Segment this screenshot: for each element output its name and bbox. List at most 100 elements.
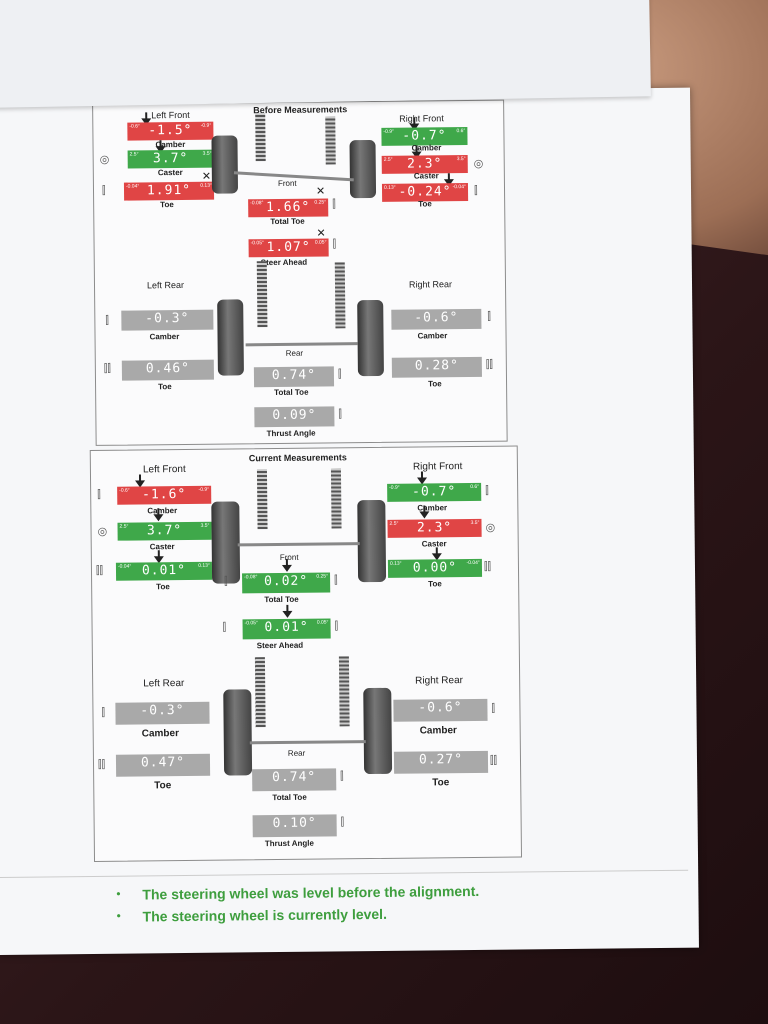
adjust-arrow-icon — [419, 511, 430, 519]
current-steer-ahead-label: Steer Ahead — [256, 640, 304, 651]
right-rear-wheel — [363, 687, 393, 775]
current-left-rear-label: Left Rear — [143, 677, 185, 690]
before-lf-toe-label: Toe — [160, 200, 174, 210]
before-front-label: Front — [277, 178, 297, 188]
before-thrust-angle-label: Thrust Angle — [266, 428, 316, 439]
before-lr-camber-label: Camber — [149, 332, 180, 342]
left-rear-strut — [256, 261, 268, 328]
adjust-arrow-icon — [282, 610, 293, 618]
left-front-strut — [255, 113, 266, 162]
before-lf-camber-gauge: -0.6° -1.5° -0.9° — [127, 121, 214, 141]
steering-wheel-icon: ⫿ — [222, 621, 227, 634]
camber-gauge-icon: ⫿ — [101, 706, 106, 719]
current-rr-toe-label: Toe — [432, 777, 450, 789]
current-lf-camber-gauge: -0.6° -1.6° -0.9° — [117, 485, 212, 505]
toe-gauge-icon: ⫿ — [334, 574, 338, 587]
notes-box: • The steering wheel was level before th… — [0, 869, 689, 948]
rear-link — [249, 740, 366, 745]
left-rear-strut — [254, 657, 266, 728]
current-right-rear-label: Right Rear — [415, 675, 464, 687]
before-rear-total-toe-gauge: 0.74° — [253, 366, 335, 388]
camber-gauge-icon: ⫿ — [487, 310, 491, 323]
current-rf-caster-gauge: 2.5° 2.3° 3.5° — [387, 518, 482, 538]
off-scale-x-icon: ✕ — [315, 185, 326, 198]
bullet-icon: • — [116, 886, 121, 901]
before-lr-toe-label: Toe — [158, 382, 172, 392]
front-tie-rod — [237, 542, 360, 547]
current-lr-toe-gauge: 0.47° — [115, 753, 211, 777]
left-rear-wheel — [217, 299, 244, 376]
current-rr-camber-gauge: -0.6° — [393, 698, 488, 722]
toe-gauge-icon: ⫿⫿ — [103, 362, 111, 375]
before-rr-toe-label: Toe — [428, 379, 442, 389]
before-lf-toe-gauge: -0.04° 1.91° 0.13° — [123, 181, 215, 201]
camber-gauge-icon: ⫿ — [97, 488, 101, 501]
right-front-wheel — [349, 139, 377, 199]
camber-gauge-icon: ⫿ — [491, 702, 496, 715]
left-front-wheel — [211, 135, 239, 194]
right-rear-strut — [338, 656, 350, 727]
steering-wheel-icon: ⫿ — [334, 620, 339, 633]
before-total-toe-label: Total Toe — [270, 216, 305, 227]
left-front-wheel — [211, 501, 241, 584]
before-rf-toe-label: Toe — [418, 199, 432, 209]
before-rr-camber-gauge: -0.6° — [391, 308, 482, 330]
toe-gauge-icon: ⫿⫿ — [95, 564, 104, 577]
before-steer-ahead-label: Steer Ahead — [260, 257, 308, 268]
before-lf-caster-label: Caster — [157, 167, 183, 178]
note-2: The steering wheel is currently level. — [142, 905, 388, 925]
toe-gauge-icon: ⫿ — [340, 770, 344, 783]
before-steer-ahead-gauge: -0.05° 1.07° 0.05° — [248, 238, 329, 258]
before-lf-caster-gauge: 2.5° 3.7° 3.5° — [127, 149, 214, 169]
current-rf-toe-label: Toe — [428, 579, 442, 589]
current-lf-caster-gauge: 2.5° 3.7° 3.5° — [117, 521, 212, 541]
toe-gauge-icon: ⫿ — [473, 184, 478, 197]
left-rear-wheel — [223, 689, 253, 776]
rear-link — [245, 342, 358, 347]
thrust-angle-icon: ⫿ — [338, 408, 342, 421]
right-front-wheel — [357, 499, 387, 583]
current-front-label: Front — [279, 552, 299, 562]
caster-gauge-icon: ◎ — [485, 521, 496, 534]
right-rear-strut — [334, 262, 346, 329]
before-lr-camber-gauge: -0.3° — [121, 309, 214, 331]
current-lf-toe-gauge: -0.04° 0.01° 0.13° — [115, 561, 213, 581]
left-front-strut — [256, 469, 268, 530]
current-lr-camber-gauge: -0.3° — [115, 701, 210, 725]
current-rr-camber-label: Camber — [419, 725, 457, 737]
current-rear-label: Rear — [287, 748, 306, 758]
camber-gauge-icon: ⫿ — [105, 314, 109, 327]
toe-gauge-icon: ⫿ — [332, 198, 336, 211]
toe-gauge-icon: ⫿⫿ — [483, 560, 492, 573]
current-rear-total-toe-label: Total Toe — [272, 792, 307, 803]
current-total-toe-gauge: -0.08° 0.02° 0.25° — [242, 572, 331, 594]
alignment-printout: Before Measurements Left Front Right Fro… — [0, 87, 699, 955]
current-thrust-angle-label: Thrust Angle — [264, 838, 314, 849]
before-rear-total-toe-label: Total Toe — [274, 387, 309, 398]
before-thrust-angle-gauge: 0.09° — [254, 406, 335, 428]
thrust-angle-icon: ⫿ — [340, 816, 345, 829]
toe-gauge-icon: ⫿ — [224, 575, 228, 588]
toe-gauge-icon: ⫿⫿ — [97, 758, 106, 771]
right-front-strut — [330, 468, 342, 529]
before-rear-label: Rear — [285, 348, 304, 358]
before-rf-caster-label: Caster — [413, 171, 439, 181]
caster-gauge-icon: ◎ — [473, 157, 484, 170]
toe-gauge-icon: ⫿⫿ — [489, 754, 498, 767]
folded-page — [0, 0, 651, 108]
bullet-icon: • — [116, 908, 121, 923]
before-left-rear-label: Left Rear — [146, 279, 185, 291]
current-lf-toe-label: Toe — [156, 582, 170, 592]
before-rr-toe-gauge: 0.28° — [391, 356, 482, 378]
adjust-arrow-icon — [153, 514, 164, 522]
current-panel: Current Measurements Left Front Right Fr… — [89, 445, 523, 862]
current-total-toe-label: Total Toe — [264, 594, 299, 605]
current-steer-ahead-gauge: -0.05° 0.01° 0.05° — [242, 618, 331, 640]
right-rear-wheel — [357, 299, 384, 377]
before-rr-camber-label: Camber — [417, 331, 448, 341]
current-rf-toe-gauge: 0.13° 0.00° -0.04° — [387, 558, 483, 578]
current-thrust-angle-gauge: 0.10° — [252, 814, 337, 838]
current-rear-total-toe-gauge: 0.74° — [252, 768, 337, 792]
right-front-strut — [325, 116, 336, 165]
caster-gauge-icon: ◎ — [97, 525, 108, 538]
